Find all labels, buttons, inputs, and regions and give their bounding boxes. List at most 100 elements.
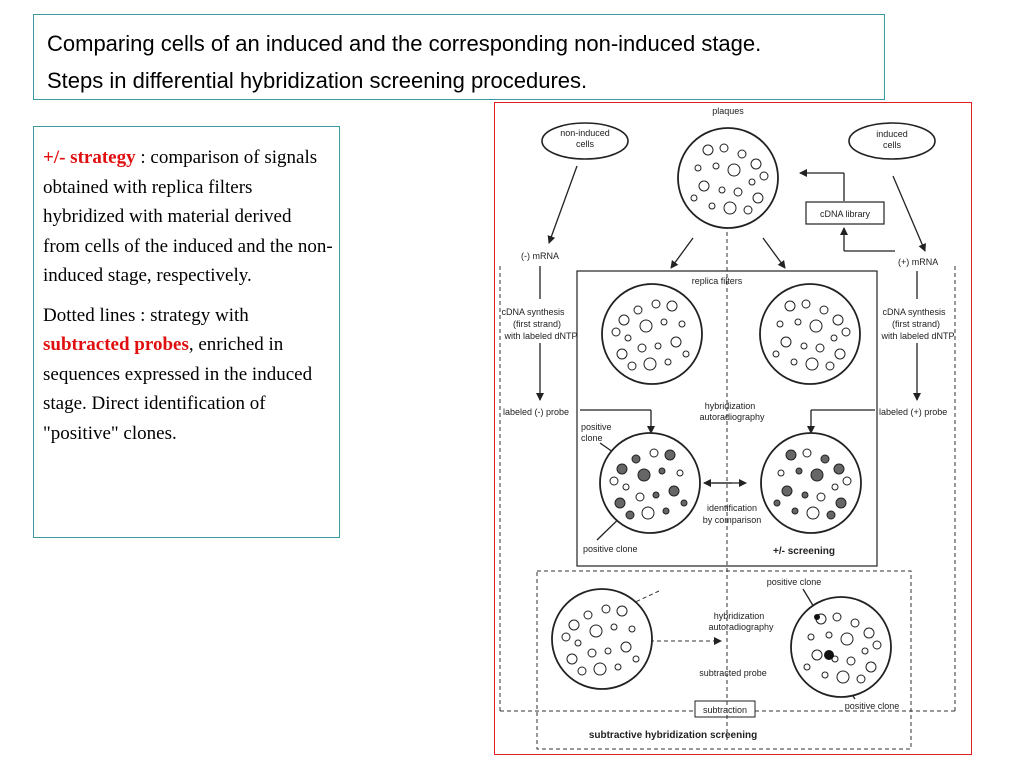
plaque-spot	[625, 510, 635, 520]
plaque-spot	[784, 300, 796, 312]
cdna-synthesis-right-1: cDNA synthesis	[882, 307, 946, 317]
plaque-spot	[652, 491, 660, 499]
plaque-spot	[611, 327, 621, 337]
subtracted-probes-term: subtracted probes	[43, 334, 189, 355]
plaque-spot	[658, 467, 666, 475]
autoradiogram-left	[599, 432, 701, 534]
subtraction-label: subtraction	[703, 705, 747, 715]
plaque-spot	[616, 605, 628, 617]
dotted-lines-description: , enriched in sequences expressed in the…	[43, 334, 313, 444]
plaque-spot	[624, 334, 632, 342]
dashed-lines	[499, 225, 956, 741]
cdna-synthesis-right-2: (first strand)	[892, 319, 940, 329]
plaque-spot	[802, 448, 812, 458]
plaque-spot	[841, 327, 851, 337]
noninduced-cells-ellipse	[541, 122, 629, 160]
pm-strategy-term: +/- strategy	[43, 147, 136, 168]
plaque-spot	[682, 350, 690, 358]
plaque-spot	[743, 205, 753, 215]
plaque-spot	[604, 647, 612, 655]
hybridization-label-1: hybridization	[705, 401, 756, 411]
plaque-spot	[865, 661, 877, 673]
plaque-spot	[777, 469, 785, 477]
plaque-spot	[678, 320, 686, 328]
positive-clone-label-low-bottom: positive clone	[845, 701, 900, 711]
plaque-spot	[587, 648, 597, 658]
plaque-spot	[666, 300, 678, 312]
plaque-spot	[616, 348, 628, 360]
plaque-spot	[807, 633, 815, 641]
plaque-spot	[637, 468, 651, 482]
plaque-spot	[832, 314, 844, 326]
plaque-spot	[791, 507, 799, 515]
plaque-spot	[574, 639, 582, 647]
plaque-spot	[776, 320, 784, 328]
plaque-spot	[639, 319, 653, 333]
positive-clone-spot	[824, 650, 834, 660]
plaque-spot	[833, 463, 845, 475]
plaque-spot	[806, 506, 820, 520]
plaque-spot	[733, 187, 743, 197]
plaque-spot	[834, 348, 846, 360]
plaque-spot	[561, 632, 571, 642]
plaque-spot	[708, 202, 716, 210]
plaque-spot	[718, 186, 726, 194]
plaque-spot	[635, 492, 645, 502]
plaque-spot	[759, 171, 769, 181]
plaque-dishes	[551, 127, 892, 698]
plaque-spot	[830, 334, 838, 342]
plaque-spot	[622, 483, 630, 491]
plus-mrna-label: (+) mRNA	[898, 257, 938, 267]
plaque-spot	[614, 663, 622, 671]
plaque-spot	[780, 336, 792, 348]
plaque-spot	[773, 499, 781, 507]
plaque-spot	[810, 468, 824, 482]
plaque-spot	[856, 674, 866, 684]
plaque-spot	[820, 454, 830, 464]
plaque-spot	[800, 342, 808, 350]
plaque-spot	[628, 625, 636, 633]
paragraph-dotted-lines: Dotted lines : strategy with subtracted …	[43, 301, 333, 449]
plaques-label: plaques	[712, 106, 744, 116]
plaque-spot	[694, 164, 702, 172]
plaque-spot	[795, 467, 803, 475]
plaque-spot	[850, 618, 860, 628]
pm-strategy-description: : comparison of signals obtained with re…	[43, 147, 333, 286]
plaque-spot	[750, 158, 762, 170]
plaque-spot	[752, 192, 764, 204]
plaque-spot	[803, 663, 811, 671]
plaque-spot	[690, 194, 698, 202]
plaque-spot	[601, 604, 611, 614]
dotted-lines-intro: Dotted lines : strategy with	[43, 304, 249, 326]
plaque-spot	[641, 506, 655, 520]
plaque-spot	[632, 655, 640, 663]
induced-label-2: cells	[883, 140, 902, 150]
plaque-spot	[712, 162, 720, 170]
clone-label: clone	[581, 433, 603, 443]
plaque-spot	[680, 499, 688, 507]
labeled-minus-probe: labeled (-) probe	[503, 407, 569, 417]
plaque-spot	[698, 180, 710, 192]
plaque-spot	[805, 357, 819, 371]
cdna-synthesis-right-3: with labeled dNTP	[880, 331, 954, 341]
identification-label-2: by comparison	[703, 515, 762, 525]
cdna-synthesis-left-1: cDNA synthesis	[501, 307, 565, 317]
subtractive-screening-label: subtractive hybridization screening	[589, 730, 757, 741]
replica-filter-left	[601, 283, 703, 385]
plaque-spot	[566, 653, 578, 665]
plaque-spot	[633, 305, 643, 315]
cdna-synthesis-left-3: with labeled dNTP	[503, 331, 577, 341]
plaque-spot	[702, 144, 714, 156]
plaque-spot	[662, 507, 670, 515]
plaque-spot	[811, 649, 823, 661]
plaque-spot	[589, 624, 603, 638]
plaque-spot	[840, 632, 854, 646]
plaque-spot	[593, 662, 607, 676]
plaque-spot	[785, 449, 797, 461]
plaque-spot	[719, 143, 729, 153]
replica-filters-label: replica filters	[692, 276, 743, 286]
plaque-spot	[809, 319, 823, 333]
plaque-spot	[618, 314, 630, 326]
plaque-spot	[801, 299, 811, 309]
plaque-spot	[748, 178, 756, 186]
